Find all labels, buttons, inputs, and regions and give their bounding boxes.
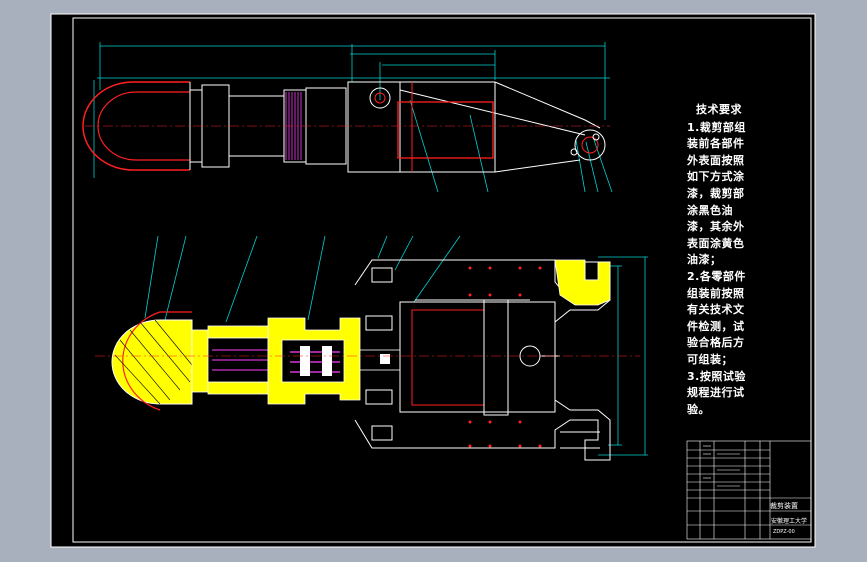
inner-frame (72, 17, 812, 543)
requirement-line: 漆，裁剪部 (687, 186, 745, 200)
requirement-line: 涂黑色油 (687, 203, 733, 217)
requirement-line: 油漆； (687, 253, 722, 267)
requirement-line: 2.各零部件 (687, 269, 746, 283)
title-block-drawing-name: 裁剪装置 (770, 502, 798, 510)
requirement-line: 规程进行试 (687, 386, 745, 400)
requirement-line: 可组装； (687, 352, 733, 366)
requirement-line: 组装前按照 (687, 286, 745, 300)
title-block (686, 440, 812, 540)
bottom-view (95, 235, 648, 461)
requirement-line: 有关技术文 (687, 303, 745, 317)
top-view (82, 42, 613, 193)
title-block-number: ZDPZ-00 (773, 529, 795, 535)
requirements-title: 技术要求 (696, 103, 742, 116)
requirement-line: 如下方式涂 (687, 170, 745, 184)
requirement-line: 外表面按照 (687, 153, 745, 167)
requirement-line: 装前各部件 (687, 137, 745, 151)
requirement-line: 件检测，试 (687, 319, 745, 333)
requirement-line: 1.裁剪部组 (687, 120, 746, 134)
title-block-school: 安徽理工大学 (771, 518, 808, 525)
technical-requirements: 技术要求 1.裁剪部组 装前各部件 外表面按照 如下方式涂 漆，裁剪部 涂黑色油… (687, 102, 751, 418)
requirement-line: 验合格后方 (687, 336, 745, 350)
requirement-line: 漆，其余外 (687, 220, 745, 234)
requirement-line: 3.按照试验 (687, 369, 746, 383)
outer-frame (50, 13, 816, 548)
requirement-line: 验。 (687, 402, 710, 416)
requirement-line: 表面涂黄色 (687, 236, 745, 250)
